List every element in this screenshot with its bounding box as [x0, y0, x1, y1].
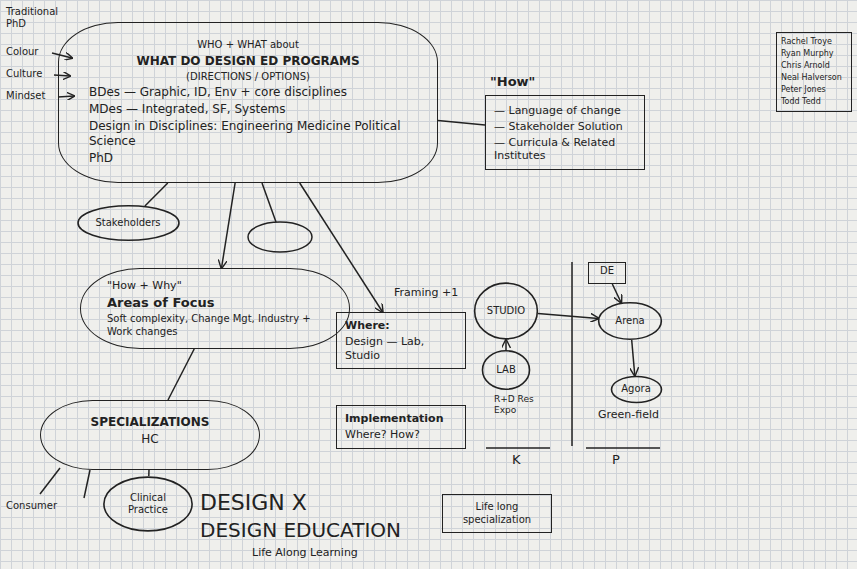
node-heading: Stakeholders: [95, 217, 160, 230]
underline: [586, 447, 660, 449]
input-arrow: [52, 53, 72, 58]
input-arrow: [54, 75, 70, 76]
connector: [505, 340, 507, 350]
node-text: Soft complexity, Change Mgt, Industry + …: [107, 313, 323, 338]
clinical-circle: Clinical Practice: [103, 476, 193, 532]
node-heading: "How + Why": [107, 279, 323, 293]
ellipse-text: Arena: [615, 315, 644, 328]
names-box: Rachel TroyeRyan MurphyChris ArnoldNeal …: [776, 32, 852, 112]
note-label: R+D Res Expo: [494, 394, 550, 416]
lab-circle: LAB: [482, 350, 530, 390]
note-label: Consumer: [6, 500, 57, 512]
program-blob: WHO + WHAT aboutWHAT DO DESIGN ED PROGRA…: [58, 22, 438, 183]
note-label: K: [512, 452, 521, 468]
note-label: DESIGN X: [200, 490, 307, 516]
note-label: Green-field: [598, 408, 659, 421]
node-heading: Life long specialization: [451, 501, 543, 526]
node-text: Chris Arnold: [781, 61, 847, 71]
node-heading: DE: [593, 265, 621, 278]
node-text: Todd Tedd: [781, 97, 847, 107]
note-label: Culture: [6, 68, 42, 80]
node-text: Design — Lab, Studio: [345, 335, 457, 363]
divider-line: [571, 262, 573, 446]
connector: [148, 470, 150, 476]
specialization-box: Life long specialization: [442, 494, 552, 533]
connector: [300, 183, 383, 312]
sketch-line: [40, 468, 60, 494]
sketch-line: [262, 183, 276, 222]
node-text: BDes — Graphic, ID, Env + core disciplin…: [89, 85, 407, 100]
connector: [438, 121, 485, 125]
connector: [222, 183, 236, 268]
connector: [632, 340, 635, 376]
node-heading: Arena: [615, 315, 644, 328]
how-box: "How"— Language of change— Stakeholder S…: [485, 95, 645, 170]
node-heading: Agora: [621, 383, 651, 396]
stakeholder-ellipse: Stakeholders: [77, 205, 180, 241]
node-text: Peter Jones: [781, 85, 847, 95]
node-text: Areas of Focus: [107, 295, 323, 311]
ellipse-text: LAB: [496, 364, 516, 377]
connector: [538, 314, 598, 319]
studio-circle: STUDIO: [474, 282, 538, 340]
where-box: Where: Design — Lab, Studio: [336, 312, 466, 369]
node-heading: Implementation: [345, 412, 457, 426]
de-box: DE: [588, 262, 626, 284]
note-label: Framing +1: [394, 286, 458, 299]
arena-ellipse: Arena: [598, 302, 662, 340]
note-label: Mindset: [6, 90, 45, 102]
agora-ellipse: Agora: [611, 376, 662, 403]
ellipse-text: Stakeholders: [95, 217, 160, 230]
node-text: Design in Disciplines: Engineering Medic…: [89, 119, 407, 149]
node-heading: STUDIO: [487, 305, 525, 318]
node-text: PhD: [89, 151, 407, 166]
note-label: Traditional PhD: [6, 6, 76, 30]
node-text: WHAT DO DESIGN ED PROGRAMS: [89, 54, 407, 69]
connector: [145, 183, 168, 206]
focus-blob: "How + Why" Areas of FocusSoft complexity…: [80, 268, 350, 349]
node-heading: "How": [490, 74, 535, 90]
node-text: Ryan Murphy: [781, 49, 847, 59]
node-heading: Rachel Troye: [781, 37, 847, 47]
node-heading: WHO + WHAT about: [89, 39, 407, 52]
implementation-box: ImplementationWhere? How?: [336, 405, 466, 449]
specializations-blob: SPECIALIZATIONS HC: [40, 400, 260, 470]
note-label: P: [612, 452, 620, 468]
node-heading: SPECIALIZATIONS: [71, 415, 229, 430]
node-heading: Where:: [345, 319, 457, 333]
node-text: Where? How?: [345, 428, 457, 442]
ellipse-text: STUDIO: [487, 305, 525, 318]
node-text: (DIRECTIONS / OPTIONS): [89, 71, 407, 84]
ellipse-text: Agora: [621, 383, 651, 396]
connector: [612, 284, 621, 303]
underline: [486, 447, 550, 449]
node-text: MDes — Integrated, SF, Systems: [89, 102, 407, 117]
note-label: DESIGN EDUCATION: [200, 518, 401, 542]
node-text: — Stakeholder Solution: [494, 120, 636, 134]
sketch-line: [84, 470, 90, 498]
ellipse-text: Clinical Practice: [120, 492, 176, 517]
input-arrow: [58, 96, 74, 97]
node-text: HC: [71, 432, 229, 447]
node-heading: LAB: [496, 364, 516, 377]
node-text: — Language of change: [494, 104, 636, 118]
node-text: Neal Halverson: [781, 73, 847, 83]
node-heading: Clinical Practice: [120, 492, 176, 517]
empty-ellipse: [248, 222, 312, 252]
node-text: — Curricula & Related Institutes: [494, 136, 636, 164]
note-label: Life Along Learning: [252, 546, 358, 559]
connector: [168, 349, 194, 400]
note-label: Colour: [6, 46, 38, 58]
